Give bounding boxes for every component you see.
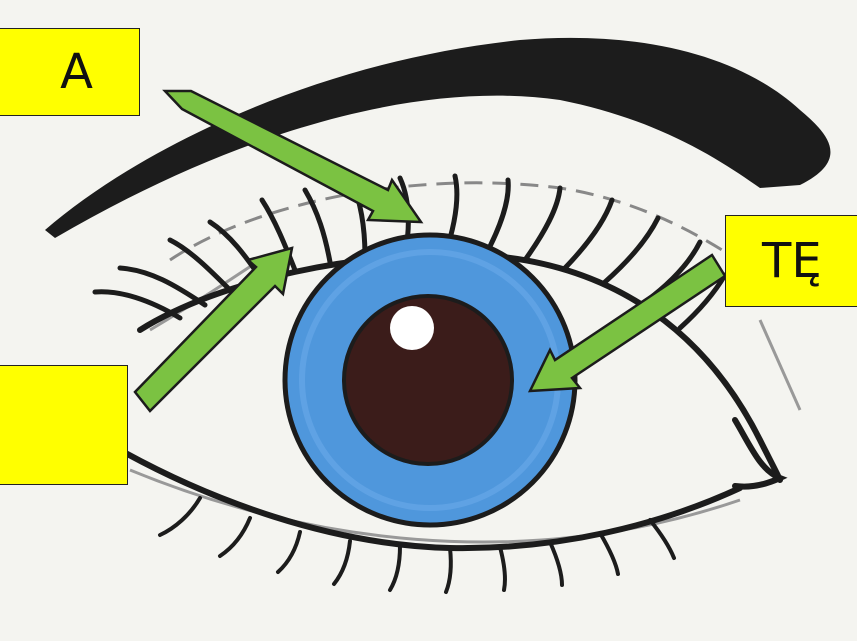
label-bottom-left (0, 365, 128, 485)
pupil-highlight (390, 306, 434, 350)
label-top-left: A (0, 28, 140, 116)
label-right-text: TĘ (762, 233, 822, 289)
label-top-left-text: A (60, 44, 93, 100)
label-right: TĘ (725, 215, 857, 307)
